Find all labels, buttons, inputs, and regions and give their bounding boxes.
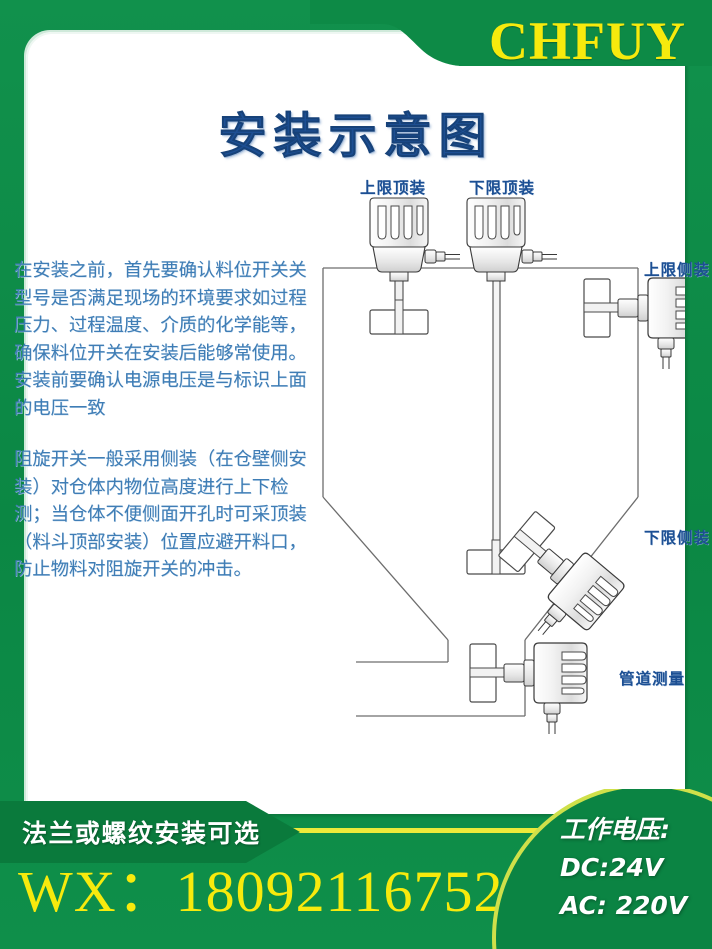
footer-contact: WX：18092116752 xyxy=(18,859,504,924)
voltage-dc: DC:24V xyxy=(560,853,664,882)
sensor-side-high xyxy=(583,277,685,370)
instruction-text-block: 在安装之前，首先要确认料位开关关型号是否满足现场的环境要求如过程压力、过程温度、… xyxy=(14,257,319,584)
footer-accent-line xyxy=(262,828,592,833)
diagram-label-side-high: 上限侧装 xyxy=(644,261,711,279)
diagram-label-top-high: 上限顶装 xyxy=(360,179,427,197)
instruction-paragraph-1: 在安装之前，首先要确认料位开关关型号是否满足现场的环境要求如过程压力、过程温度、… xyxy=(14,260,307,419)
voltage-info: 工作电压: DC:24V AC: 220V xyxy=(560,811,712,925)
page-title-text: 安装示意图 xyxy=(218,108,494,165)
diagram-label-side-low: 下限侧装 xyxy=(644,529,711,547)
sensor-top-high xyxy=(369,197,461,335)
instruction-paragraph-2: 阻旋开关一般采用侧装（在仓壁侧安装）对仓体内物位高度进行上下检测；当仓体不便侧面… xyxy=(14,449,307,580)
installation-diagram xyxy=(322,197,685,735)
voltage-title: 工作电压: xyxy=(560,815,670,844)
brand-logo: CHFUY xyxy=(489,11,686,71)
sensor-pipe xyxy=(469,642,588,735)
sensor-top-low xyxy=(466,197,558,575)
diagram-label-top-low: 下限顶装 xyxy=(469,179,536,197)
diagram-label-pipe: 管道测量 xyxy=(619,670,686,688)
footer-ribbon: 法兰或螺纹安装可选 xyxy=(0,801,300,863)
footer-ribbon-text: 法兰或螺纹安装可选 xyxy=(22,819,261,848)
page-title: 安装示意图 xyxy=(0,96,712,166)
voltage-ac: AC: 220V xyxy=(560,891,688,920)
footer-band: 法兰或螺纹安装可选 WX：18092116752 工作电压: DC:24V AC… xyxy=(0,789,712,949)
